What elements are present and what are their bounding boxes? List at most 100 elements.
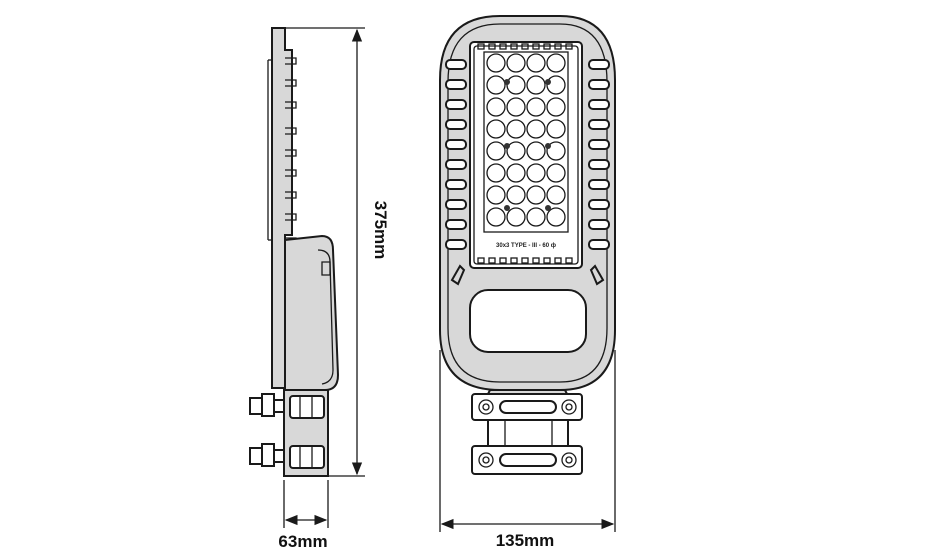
cooling-slot [445, 79, 467, 90]
led-lens [486, 119, 506, 139]
led-lens [546, 97, 566, 117]
width-dimension: 135mm [439, 350, 616, 550]
side-fin [285, 57, 297, 65]
led-lens [526, 185, 546, 205]
module-tab [554, 43, 562, 50]
led-lens [506, 185, 526, 205]
led-lens [526, 141, 546, 161]
led-lens [526, 53, 546, 73]
led-lens [506, 141, 526, 161]
cooling-slot [588, 199, 610, 210]
led-lens [506, 97, 526, 117]
screw-point [545, 205, 551, 211]
cooling-slot [445, 219, 467, 230]
led-lens [486, 97, 506, 117]
side-view: 375mm 63mm [249, 27, 390, 551]
module-marking-label: 30x3 TYPE - III - 60 ф [496, 242, 556, 249]
module-tab [510, 43, 518, 50]
cooling-slot [445, 59, 467, 70]
screw-point [504, 79, 510, 85]
screw-point [504, 143, 510, 149]
cooling-slot [445, 159, 467, 170]
led-lens [546, 141, 566, 161]
module-tab [565, 43, 573, 50]
module-tab [521, 43, 529, 50]
led-lens-array [486, 53, 566, 227]
led-lens [546, 75, 566, 95]
led-lens [486, 75, 506, 95]
housing-cooling-slots [445, 59, 610, 250]
side-fin [285, 213, 297, 221]
led-lens [526, 75, 546, 95]
front-mounting-bracket [471, 393, 583, 475]
module-edge-tabs [477, 43, 573, 264]
depth-dimension: 63mm [278, 480, 329, 551]
led-lens [546, 207, 566, 227]
led-lens [526, 97, 546, 117]
module-tab [477, 43, 485, 50]
module-tab [488, 257, 496, 264]
led-lens [486, 141, 506, 161]
module-tab [532, 43, 540, 50]
led-lens [546, 185, 566, 205]
cooling-slot [588, 219, 610, 230]
side-fins [285, 57, 297, 265]
module-tab [499, 43, 507, 50]
module-tab [532, 257, 540, 264]
cooling-slot [588, 179, 610, 190]
led-lens [506, 207, 526, 227]
depth-dimension-label: 63mm [278, 532, 327, 551]
screw-point [545, 143, 551, 149]
side-fin [285, 169, 297, 177]
cooling-slot [588, 239, 610, 250]
cooling-slot [588, 59, 610, 70]
module-tab [477, 257, 485, 264]
cooling-slot [588, 79, 610, 90]
right-corner-marker [589, 264, 605, 286]
module-tab [488, 43, 496, 50]
led-lens [486, 207, 506, 227]
module-tab [499, 257, 507, 264]
left-corner-marker [450, 264, 466, 286]
led-lens [546, 163, 566, 183]
side-fin [285, 191, 297, 199]
led-lens [486, 163, 506, 183]
cooling-slot [588, 139, 610, 150]
led-lens [506, 53, 526, 73]
side-fin [285, 127, 297, 135]
led-lens [526, 119, 546, 139]
module-tab [521, 257, 529, 264]
cooling-slot [445, 239, 467, 250]
side-mounting-bracket [249, 389, 329, 477]
module-tab [543, 257, 551, 264]
module-tab [543, 43, 551, 50]
side-fin [285, 101, 297, 109]
cooling-slot [445, 179, 467, 190]
cooling-slot [445, 199, 467, 210]
front-view: 30x3 TYPE - III - 60 ф [439, 15, 616, 550]
led-lens [546, 53, 566, 73]
cooling-slot [445, 99, 467, 110]
module-tab [565, 257, 573, 264]
side-fin [285, 149, 297, 157]
cooling-slot [588, 99, 610, 110]
led-lens [506, 163, 526, 183]
cooling-slot [588, 119, 610, 130]
led-lens [526, 163, 546, 183]
side-fin [285, 79, 297, 87]
screw-point [504, 205, 510, 211]
module-tab [554, 257, 562, 264]
side-heat-sink [267, 27, 293, 389]
led-lens [546, 119, 566, 139]
width-dimension-label: 135mm [496, 531, 555, 550]
height-dimension: 375mm [285, 27, 390, 477]
cooling-slot [445, 139, 467, 150]
led-lens [506, 119, 526, 139]
cooling-slot [588, 159, 610, 170]
height-dimension-label: 375mm [371, 201, 390, 260]
screw-point [545, 79, 551, 85]
led-lens [486, 53, 506, 73]
cooling-slot [445, 119, 467, 130]
led-lens [526, 207, 546, 227]
